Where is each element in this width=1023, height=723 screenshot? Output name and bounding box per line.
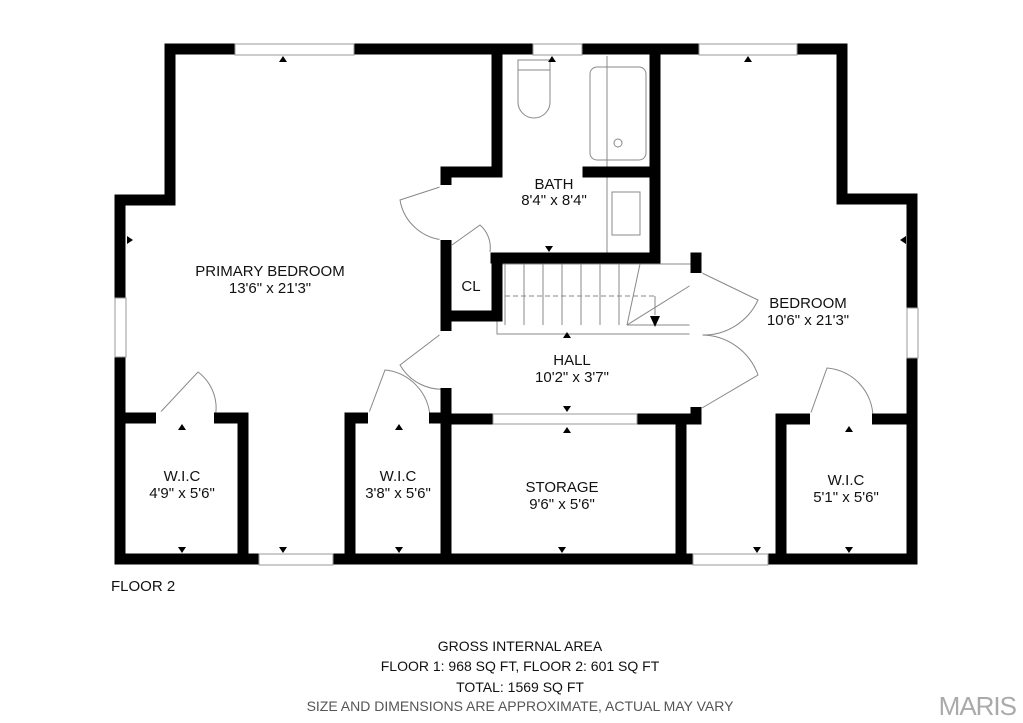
window (258, 553, 334, 566)
window (234, 43, 355, 56)
room-name-wic-1: W.I.C (164, 468, 201, 485)
footer-title: GROSS INTERNAL AREA (438, 638, 603, 654)
door-openings (156, 185, 872, 426)
bathtub (589, 66, 647, 161)
staircase (496, 263, 692, 335)
bath-fixtures (517, 56, 647, 253)
room-name-primary-bedroom: PRIMARY BEDROOM (195, 263, 344, 280)
window (692, 553, 769, 566)
footer-total: TOTAL: 1569 SQ FT (456, 679, 584, 695)
window (906, 307, 919, 359)
maris-logo: MARIS (939, 691, 1017, 721)
room-name-hall: HALL (553, 352, 591, 369)
window (532, 43, 583, 56)
room-dims-bedroom: 10'6" x 21'3" (767, 312, 849, 329)
room-dims-storage: 9'6" x 5'6" (529, 496, 595, 513)
room-dims-wic-1: 4'9" x 5'6" (149, 485, 215, 502)
footer-disclaimer: SIZE AND DIMENSIONS ARE APPROXIMATE, ACT… (307, 698, 735, 714)
room-name-closet: CL (461, 278, 480, 295)
room-name-storage: STORAGE (525, 479, 598, 496)
room-name-wic-2: W.I.C (380, 468, 417, 485)
footer-floor-areas: FLOOR 1: 968 SQ FT, FLOOR 2: 601 SQ FT (381, 658, 660, 674)
tub-drain (613, 138, 623, 148)
toilet-tank (517, 59, 551, 71)
room-dims-primary-bedroom: 13'6" x 21'3" (229, 280, 311, 297)
stair-arrow-icon (650, 316, 660, 327)
window (114, 297, 127, 358)
room-dims-wic-2: 3'8" x 5'6" (365, 485, 431, 502)
sink (611, 191, 641, 236)
room-dims-wic-3: 5'1" x 5'6" (813, 489, 879, 506)
floor-label: FLOOR 2 (111, 578, 175, 595)
room-name-bath: BATH (535, 176, 574, 193)
sliding-door (492, 413, 638, 425)
doors (154, 184, 874, 419)
room-dims-hall: 10'2" x 3'7" (535, 369, 609, 386)
toilet-bowl (517, 70, 551, 119)
window (698, 43, 798, 56)
windows (114, 43, 919, 566)
room-name-bedroom: BEDROOM (769, 295, 847, 312)
room-name-wic-3: W.I.C (828, 472, 865, 489)
room-dims-bath: 8'4" x 8'4" (521, 192, 587, 209)
dimension-markers (127, 56, 906, 553)
